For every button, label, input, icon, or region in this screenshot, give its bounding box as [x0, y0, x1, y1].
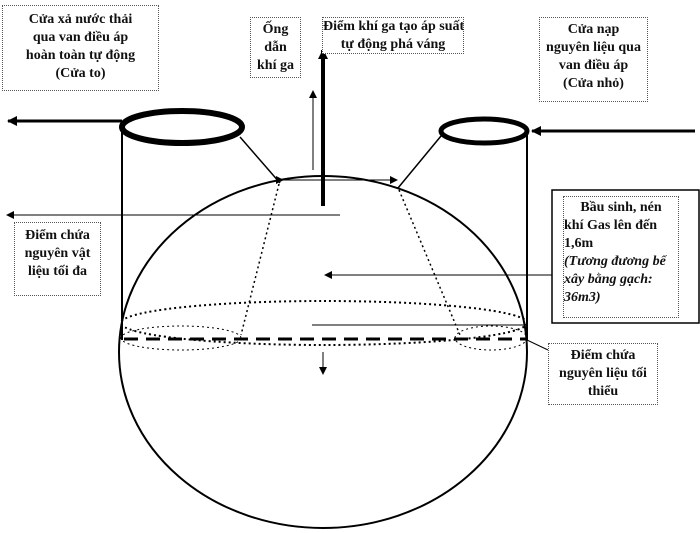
outlet-neck-line — [239, 136, 281, 184]
text-line: van điều áp — [558, 58, 629, 73]
inlet-manhole — [438, 116, 530, 146]
text-line: Cửa xả nước thải — [28, 12, 133, 27]
text-line: (Cửa to) — [55, 66, 106, 81]
text-line: nguyên vật — [24, 246, 91, 261]
min-level-label: Điểm chứa nguyên liệu tối thiểu — [548, 343, 658, 405]
inlet-label: Cửa nạp nguyên liệu qua van điều áp (Cửa… — [539, 17, 648, 102]
outlet-label: Cửa xả nước thải qua van điều áp hoàn to… — [2, 5, 159, 91]
left-dotted-cone — [240, 183, 280, 336]
text-line: nguyên liệu tối — [559, 366, 647, 381]
text-line: liệu tối đa — [27, 264, 88, 279]
text-line: Điểm khí ga tạo áp suất — [323, 19, 465, 34]
text-line: khí ga — [257, 58, 294, 73]
text-line: xây bằng gạch: — [564, 272, 653, 287]
text-line: dẫn — [264, 40, 287, 55]
equator-dotted-ellipse — [120, 300, 528, 346]
right-dotted-cone — [398, 189, 461, 336]
chamber-label: Bầu sinh, nén khí Gas lên đến 1,6m (Tươn… — [563, 196, 679, 318]
gas-pipe-label: Ống dẫn khí ga — [250, 17, 301, 78]
text-line: Bầu sinh, nén — [580, 200, 662, 215]
text-line: thiểu — [587, 384, 619, 399]
text-line: qua van điều áp — [32, 30, 129, 45]
outlet-manhole — [119, 108, 245, 146]
min-level-leader — [526, 339, 549, 351]
text-line: 1,6m — [564, 236, 594, 251]
text-line: hoàn toàn tự động — [25, 48, 136, 63]
text-line: Điểm chứa — [25, 228, 90, 243]
text-line: Điểm chứa — [570, 348, 636, 363]
text-line: nguyên liệu qua — [546, 40, 641, 55]
text-line: tự động phá váng — [340, 37, 446, 52]
text-line: 36m3) — [564, 290, 601, 305]
text-line: khí Gas lên đến — [564, 218, 657, 233]
inlet-neck-line — [397, 135, 442, 189]
text-line: (Tương đương bể — [564, 254, 666, 269]
max-level-label: Điểm chứa nguyên vật liệu tối đa — [14, 222, 101, 296]
text-line: Ống — [262, 22, 289, 37]
gas-point-label: Điểm khí ga tạo áp suất tự động phá váng — [322, 17, 464, 54]
text-line: (Cửa nhỏ) — [563, 76, 624, 91]
text-line: Cửa nạp — [567, 22, 620, 37]
